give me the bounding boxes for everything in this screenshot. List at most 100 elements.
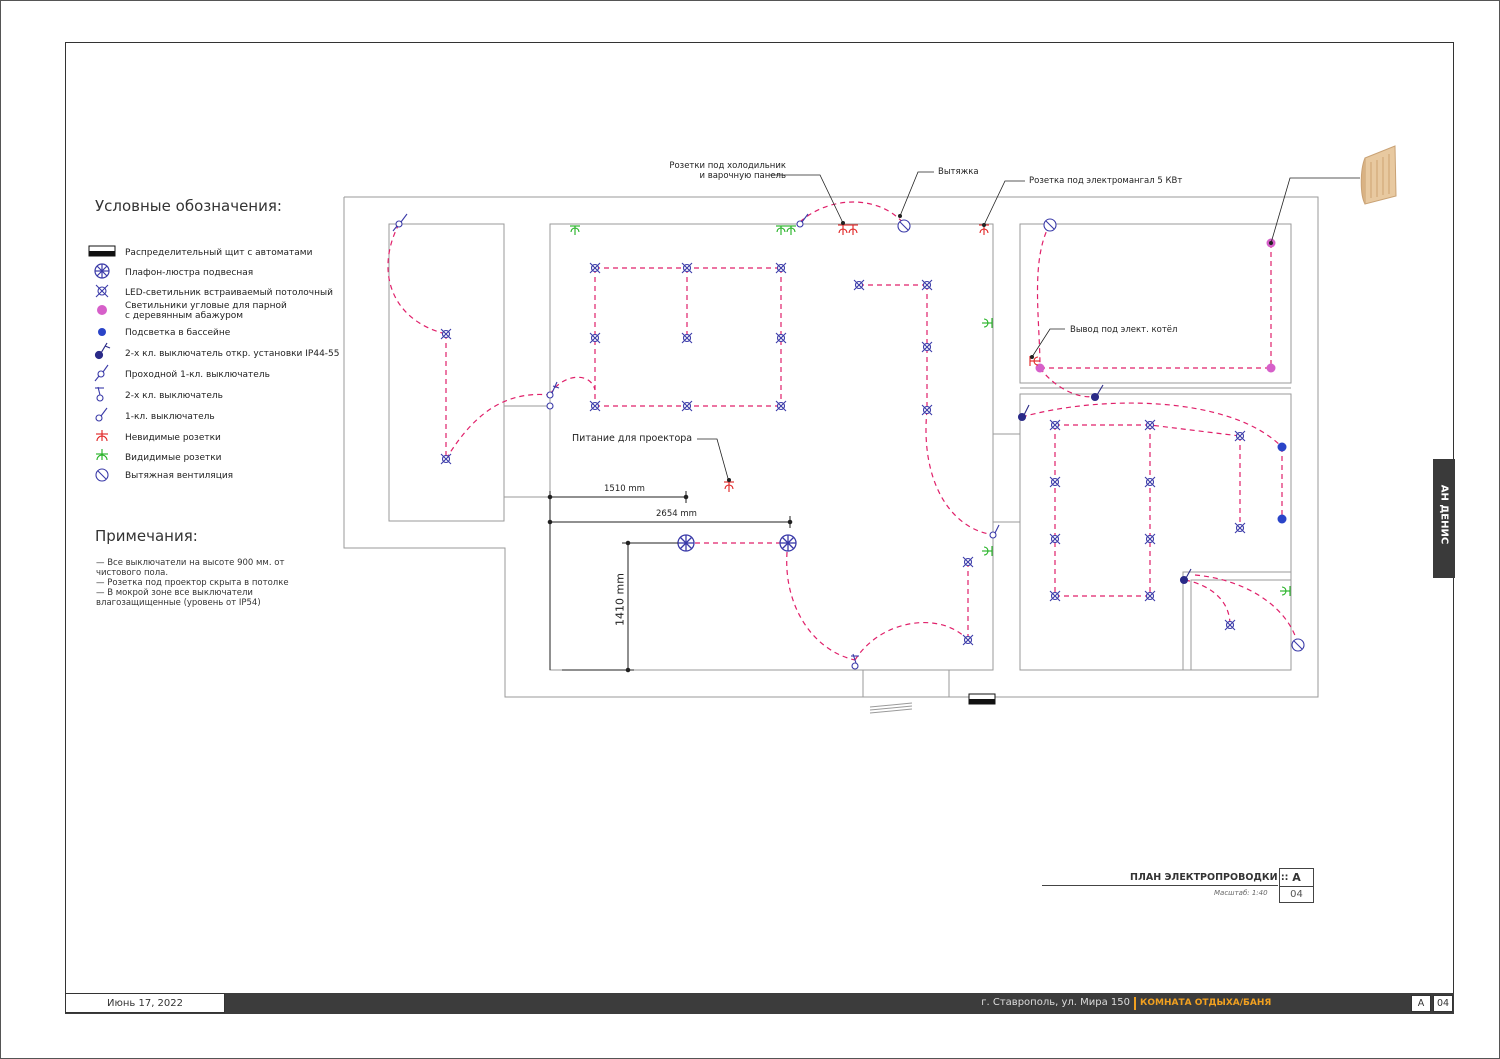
switch-2key-ip44-icon[interactable] <box>1179 568 1192 585</box>
visible-socket-icon <box>776 225 786 235</box>
led-downlight-icon <box>921 279 933 291</box>
visible-socket-icon <box>96 449 108 461</box>
led-downlight-icon <box>853 279 865 291</box>
exhaust-vent-icon <box>897 219 911 233</box>
sauna-corner-light-icon <box>97 305 107 315</box>
legend-item: 2-х кл. выключатель откр. установки IP44… <box>118 345 340 363</box>
switch-2key-ip44-icon[interactable] <box>1017 404 1030 422</box>
legend-item-label: Невидимые розетки <box>125 433 221 443</box>
visible-socket-icon <box>1280 586 1291 596</box>
dimension-2654: 2654 mm <box>656 509 697 519</box>
exhaust-vent-icon <box>1291 638 1305 652</box>
switch-1key-icon[interactable] <box>796 213 809 228</box>
panel-icon <box>88 245 116 257</box>
legend-item-label: 2-х кл. выключатель <box>125 391 223 401</box>
legend-item-label: Светильники угловые для парной с деревян… <box>125 301 287 321</box>
visible-socket-icon <box>982 546 993 556</box>
hidden-socket-icon <box>724 481 734 492</box>
switch-1key-icon <box>95 407 108 422</box>
led-downlight-icon <box>962 556 974 568</box>
led-downlight-icon <box>1234 522 1246 534</box>
hidden-socket-icon <box>838 224 848 235</box>
visible-socket-icon <box>786 225 796 235</box>
footer-page: 04 <box>1433 995 1453 1012</box>
legend-item: Плафон-люстра подвесная <box>118 264 253 282</box>
visible-socket-icon <box>570 225 580 235</box>
side-tab-label: АН ДЕНИС <box>1438 484 1450 545</box>
switch-1key-icon[interactable] <box>989 524 1000 539</box>
footer-address: г. Ставрополь, ул. Мира 150 <box>981 997 1130 1008</box>
legend-item-label: 1-кл. выключатель <box>125 412 215 422</box>
led-downlight-icon <box>962 634 974 646</box>
exhaust-vent-icon <box>1043 218 1057 232</box>
chandelier-icon <box>779 534 797 552</box>
legend-item-label: Проходной 1-кл. выключатель <box>125 370 270 380</box>
footer-room: КОМНАТА ОТДЫХА/БАНЯ <box>1140 998 1272 1008</box>
led-downlight-icon <box>681 332 693 344</box>
hidden-socket-icon <box>848 224 858 235</box>
legend-item: Светильники угловые для парной с деревян… <box>118 301 287 321</box>
callout-boiler-output: Вывод под элект. котёл <box>1070 325 1178 335</box>
legend-item-label: 2-х кл. выключатель откр. установки IP44… <box>125 349 340 359</box>
footer-letter: A <box>1411 995 1431 1012</box>
sauna-corner-light-icon <box>1035 363 1045 373</box>
led-downlights <box>440 262 1246 646</box>
switch-2key-icon <box>95 386 104 402</box>
hidden-socket-icon <box>96 430 108 442</box>
callout-grill-socket: Розетка под электромангал 5 КВт <box>1029 176 1183 186</box>
drawing-scale: Масштаб: 1:40 <box>1214 889 1268 897</box>
notes-title: Примечания: <box>95 527 198 545</box>
led-downlight-icon <box>440 453 452 465</box>
legend-item-label: LED-светильник встраиваемый потолочный <box>125 288 333 298</box>
led-downlight-icon <box>1049 533 1061 545</box>
dimension-1510: 1510 mm <box>604 484 645 494</box>
led-downlight-icon <box>775 400 787 412</box>
hidden-socket-icon <box>1029 356 1040 366</box>
led-downlight-icon <box>1049 590 1061 602</box>
legend-item: Проходной 1-кл. выключатель <box>118 366 270 384</box>
footer-bar <box>65 993 1454 1014</box>
pass-through-switch-icon[interactable] <box>392 213 408 232</box>
led-downlight-icon <box>681 400 693 412</box>
pool-light-icon <box>1277 514 1287 524</box>
pool-light-icon <box>1277 442 1287 452</box>
legend-item-label: Подсветка в бассейне <box>125 328 231 338</box>
led-downlight-icon <box>921 404 933 416</box>
legend-title: Условные обозначения: <box>95 197 282 215</box>
legend-item: Распределительный щит с автоматами <box>118 244 312 262</box>
callout-projector-power: Питание для проектора <box>572 433 693 444</box>
walls <box>343 196 1319 714</box>
led-downlight-icon <box>1224 619 1236 631</box>
dimension-lines <box>547 491 793 673</box>
led-downlight-icon <box>1234 430 1246 442</box>
led-downlight-icon <box>775 262 787 274</box>
switch-2key-icon[interactable] <box>851 653 859 670</box>
led-downlight-icon <box>589 262 601 274</box>
led-downlight-icon <box>1144 476 1156 488</box>
led-downlight-icon <box>589 400 601 412</box>
chandelier-icon <box>677 534 695 552</box>
led-downlight-icon <box>1049 476 1061 488</box>
pool-light-icon <box>98 328 106 336</box>
visible-socket-icon <box>982 318 993 328</box>
led-downlight-icon <box>440 328 452 340</box>
legend-item: Подсветка в бассейне <box>118 324 230 342</box>
panel-icon <box>968 693 996 705</box>
sheet-number: 04 <box>1279 886 1314 903</box>
led-downlight-icon <box>589 332 601 344</box>
sauna-lamp-illustration <box>1360 145 1397 205</box>
callout-leaders <box>697 171 1360 483</box>
switch-2key-ip44-icon <box>94 342 111 360</box>
switch-2key-ip44-icon[interactable] <box>1090 384 1104 402</box>
led-downlight-icon <box>1049 419 1061 431</box>
legend-item-label: Видидимые розетки <box>125 453 222 463</box>
side-tab: АН ДЕНИС <box>1433 459 1455 578</box>
sauna-corner-light-icon <box>1266 363 1276 373</box>
drawing-title: ПЛАН ЭЛЕКТРОПРОВОДКИ :: <box>1130 872 1289 883</box>
wiring <box>387 201 1299 661</box>
led-downlight-icon <box>1144 533 1156 545</box>
legend-item: Видидимые розетки <box>118 449 222 467</box>
switch-2key-icon[interactable] <box>546 381 560 410</box>
legend-item-label: Плафон-люстра подвесная <box>125 268 254 278</box>
